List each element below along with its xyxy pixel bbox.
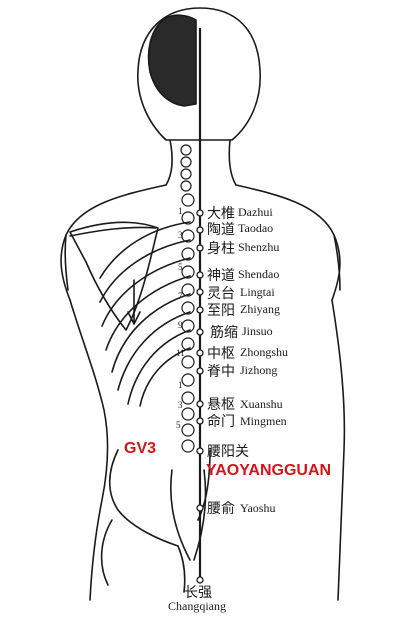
point-label-cn-yaoyangguan: 腰阳关	[207, 444, 249, 460]
point-label-pinyin: Zhiyang	[240, 302, 280, 316]
scapula	[69, 221, 159, 331]
point-label-pinyin: Changqiang	[168, 599, 226, 613]
head-outline	[137, 7, 261, 141]
point-label-cn: 灵台	[207, 286, 235, 302]
point-label-cn: 筋缩	[210, 325, 238, 341]
point-label-pinyin: Xuanshu	[240, 397, 283, 411]
point-label-cn: 悬枢	[207, 397, 235, 413]
point-label-cn: 脊中	[207, 364, 235, 380]
vertebra-number: 1	[178, 206, 183, 216]
point-label-cn: 腰俞	[207, 501, 235, 517]
point-label-cn: 身柱	[207, 241, 235, 257]
point-label-cn: 大椎	[207, 206, 235, 222]
arrow	[127, 279, 141, 325]
vertebra-number: 9	[178, 320, 183, 330]
point-label-pinyin: Mingmen	[240, 414, 287, 428]
left-flank	[69, 299, 109, 601]
point-label-pinyin: Taodao	[238, 221, 274, 235]
right-arm-stub	[333, 234, 341, 291]
point-label-pinyin: Shenzhu	[238, 240, 280, 254]
highlight-code: GV3	[124, 440, 157, 457]
point-label-cn: 神道	[207, 268, 235, 284]
sacrum	[170, 469, 207, 561]
point-label-pinyin: Shendao	[238, 267, 280, 281]
vertebra-number: 1	[178, 380, 183, 390]
point-label-pinyin: Dazhui	[238, 205, 273, 219]
skull-outline	[147, 14, 197, 107]
vertebrae	[180, 144, 195, 453]
neck-outline	[165, 139, 237, 186]
vertebra-number: 5	[178, 262, 183, 272]
vertebra-number: 7	[178, 291, 183, 301]
pelvis	[100, 449, 211, 593]
point-label-pinyin: Jinsuo	[242, 324, 273, 338]
point-label-cn: 命门	[207, 414, 235, 430]
vertebra-number: 5	[176, 420, 181, 430]
vertebra-number: 3	[178, 400, 183, 410]
acupoint-markers	[196, 209, 204, 584]
point-label-cn: 长强	[184, 585, 212, 601]
point-label-pinyin: Zhongshu	[240, 345, 288, 359]
vertebra-number: 3	[178, 230, 183, 240]
point-label-pinyin: Jizhong	[240, 363, 278, 377]
point-label-cn: 中枢	[207, 346, 235, 362]
right-flank	[331, 299, 346, 601]
left-arm-stub	[64, 234, 69, 291]
point-label-pinyin: Lingtai	[240, 285, 275, 299]
point-label-cn: 至阳	[207, 303, 235, 319]
point-label-pinyin: Yaoshu	[240, 501, 276, 515]
point-label-cn: 陶道	[207, 222, 235, 238]
highlight-name: YAOYANGGUAN	[206, 462, 332, 479]
clavicle	[69, 226, 157, 237]
vertebra-number: 11	[176, 348, 185, 358]
